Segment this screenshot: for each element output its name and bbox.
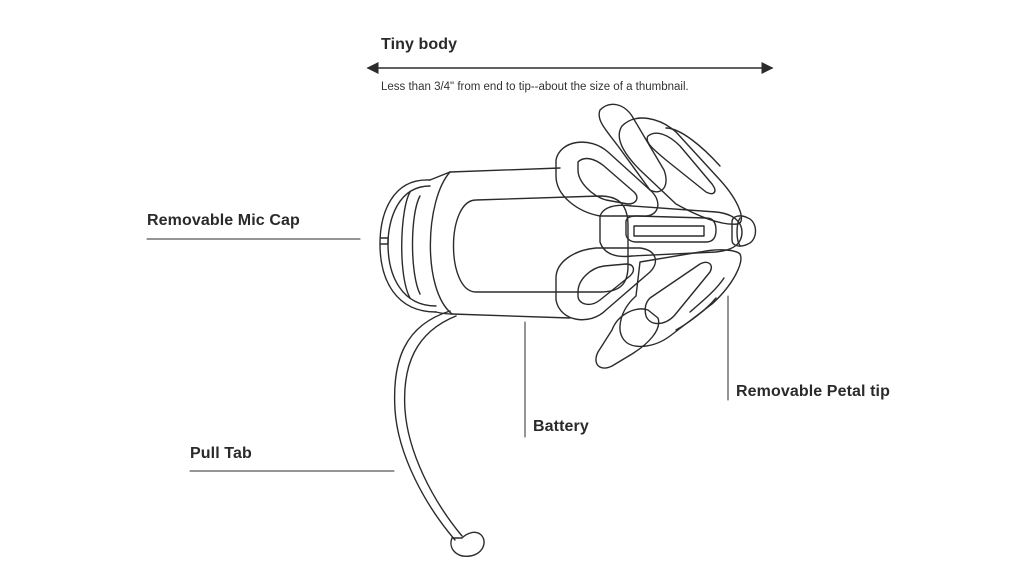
mic-cap-label: Removable Mic Cap	[147, 212, 300, 229]
mic-cap	[379, 171, 453, 315]
battery-body	[429, 167, 629, 319]
pull-tab-cord	[393, 310, 485, 557]
pull-tab-label: Pull Tab	[190, 445, 252, 462]
petal-tip	[555, 103, 757, 369]
battery-label: Battery	[533, 418, 589, 435]
size-caption: Less than 3/4" from end to tip--about th…	[381, 81, 689, 93]
pull-tab-knob	[450, 531, 485, 557]
petal-tip-label: Removable Petal tip	[736, 383, 890, 400]
size-title: Tiny body	[381, 36, 458, 53]
